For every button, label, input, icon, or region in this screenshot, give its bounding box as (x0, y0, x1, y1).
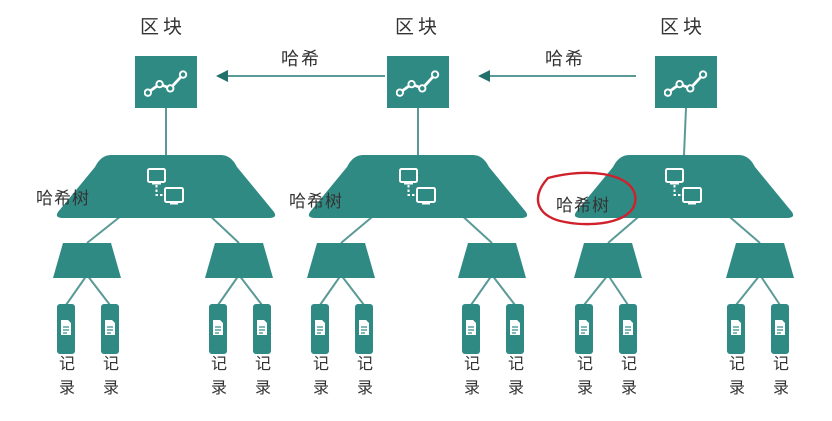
block-title-2: 区块 (395, 16, 442, 38)
record-char-2: 录 (254, 378, 271, 397)
document-icon (56, 304, 76, 354)
hash-arrowhead (478, 70, 490, 82)
hash-tree-node (308, 155, 528, 218)
sub-tree-node (307, 243, 375, 278)
block-title-3: 区块 (660, 16, 707, 38)
connector-line (735, 274, 761, 306)
document-icon (770, 304, 790, 354)
record-label: 记录 (210, 352, 228, 400)
record-char-1: 记 (254, 354, 271, 373)
record-label: 记录 (576, 352, 594, 400)
highlight-circle (536, 171, 637, 226)
record-label: 记录 (254, 352, 272, 400)
record-char-2: 录 (356, 378, 373, 397)
block-box (135, 56, 197, 108)
record-char-2: 录 (728, 378, 745, 397)
sub-tree-node (458, 243, 526, 278)
connector-line (86, 274, 111, 306)
record-char-1: 记 (312, 354, 329, 373)
block-title-1: 区块 (140, 16, 187, 38)
connector-line (759, 274, 781, 306)
record-char-1: 记 (507, 354, 524, 373)
record-char-1: 记 (772, 354, 789, 373)
record-char-2: 录 (58, 378, 75, 397)
record-char-1: 记 (576, 354, 593, 373)
hash-tree-node (56, 155, 276, 218)
sub-tree-node (53, 243, 121, 278)
hash-tree-node (574, 155, 794, 218)
record-label: 记录 (463, 352, 481, 400)
hash-label-1: 哈希 (281, 49, 321, 70)
record-char-2: 录 (620, 378, 637, 397)
record-char-2: 录 (507, 378, 524, 397)
connector-line (683, 107, 687, 156)
connector-line (217, 274, 240, 306)
record-label: 记录 (312, 352, 330, 400)
document-icon (505, 304, 525, 354)
hash-arrowhead (216, 70, 228, 82)
record-label: 记录 (728, 352, 746, 400)
hash-tree-label-2: 哈希树 (289, 192, 343, 212)
connector-line (319, 274, 342, 306)
record-label: 记录 (507, 352, 525, 400)
record-char-2: 录 (576, 378, 593, 397)
sub-tree-node (205, 243, 273, 278)
hash-tree-label-3: 哈希树 (556, 196, 610, 216)
document-icon (252, 304, 272, 354)
record-char-2: 录 (463, 378, 480, 397)
connector-line (583, 274, 609, 306)
record-label: 记录 (58, 352, 76, 400)
connector-line (65, 274, 88, 306)
record-char-2: 录 (772, 378, 789, 397)
sub-tree-node (574, 243, 642, 278)
record-char-1: 记 (356, 354, 373, 373)
connector-line (238, 274, 263, 306)
record-char-1: 记 (58, 354, 75, 373)
connector-line (470, 274, 493, 306)
hash-label-2: 哈希 (545, 49, 585, 70)
hash-tree-label-1: 哈希树 (36, 189, 90, 209)
document-icon (208, 304, 228, 354)
connector-line (491, 274, 516, 306)
document-icon (726, 304, 746, 354)
record-label: 记录 (772, 352, 790, 400)
record-label: 记录 (356, 352, 374, 400)
record-char-2: 录 (312, 378, 329, 397)
document-icon (574, 304, 594, 354)
record-char-1: 记 (728, 354, 745, 373)
record-char-1: 记 (102, 354, 119, 373)
sub-tree-node (726, 243, 794, 278)
record-char-1: 记 (463, 354, 480, 373)
record-char-1: 记 (620, 354, 637, 373)
block-box (387, 56, 449, 108)
connector-line (607, 274, 629, 306)
record-char-1: 记 (210, 354, 227, 373)
record-label: 记录 (620, 352, 638, 400)
document-icon (461, 304, 481, 354)
document-icon (310, 304, 330, 354)
block-box (655, 56, 717, 108)
record-label: 记录 (102, 352, 120, 400)
document-icon (100, 304, 120, 354)
document-icon (354, 304, 374, 354)
document-icon (618, 304, 638, 354)
record-char-2: 录 (210, 378, 227, 397)
record-char-2: 录 (102, 378, 119, 397)
connector-line (340, 274, 365, 306)
